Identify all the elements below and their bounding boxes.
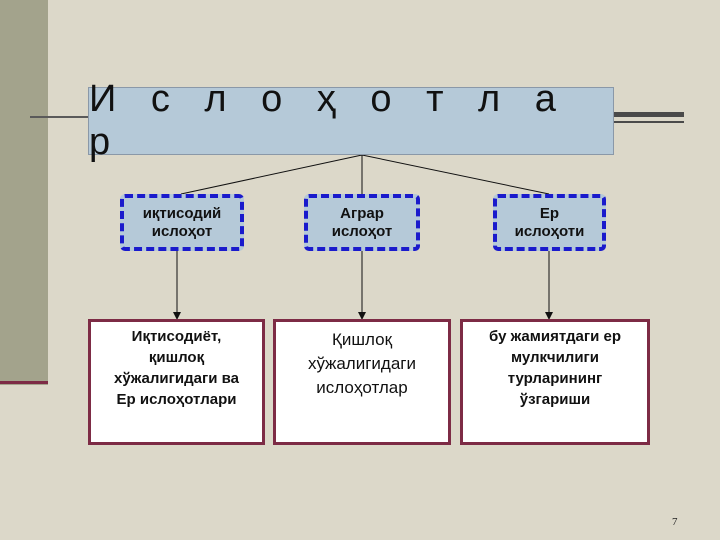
description-line: ислоҳотлар [316,378,408,397]
left-decor-line [0,381,48,384]
description-line: Қишлоқ [331,330,393,349]
title-rule-right-thick [614,112,684,117]
category-label: ислоҳот [331,222,393,240]
description-line: бу жамиятдаги ер [489,328,621,345]
description-line: Ер ислоҳотлари [116,391,237,408]
category-label: ислоҳоти [514,222,585,240]
title-rule-left [30,116,88,118]
description-box-agrarian: Қишлоқ хўжалигидаги ислоҳотлар [273,319,451,445]
category-label: ислоҳот [151,222,213,240]
category-box-agrarian: Аграр ислоҳот [304,194,420,251]
title-rule-right-thin [614,121,684,123]
title-box: И с л о ҳ о т л а р [88,78,614,163]
description-line: ўзгариши [519,391,591,408]
description-box-economic: Иқтисодиёт, қишлоқ хўжалигидаги ва Ер ис… [88,319,265,445]
description-line: мулкчилиги [510,349,600,366]
connector-title-to-cat-1 [180,154,363,195]
description-line: Иқтисодиёт, [131,328,222,345]
description-line: хўжалигидаги ва [114,370,239,387]
description-box-land: бу жамиятдаги ер мулкчилиги турларининг … [460,319,650,445]
title-text: И с л о ҳ о т л а р [89,78,568,163]
category-box-economic: иқтисодий ислоҳот [120,194,244,251]
left-decor-band [0,0,48,385]
description-line: турларининг [507,370,603,387]
category-label: Аграр [340,204,384,222]
description-line: қишлоқ [148,349,205,366]
category-label: иқтисодий [142,204,222,222]
category-label: Ер [539,204,560,222]
connector-title-to-cat-3 [361,154,550,195]
category-box-land: Ер ислоҳоти [493,194,606,251]
page-number: 7 [672,516,678,528]
description-line: хўжалигидаги [307,354,416,373]
